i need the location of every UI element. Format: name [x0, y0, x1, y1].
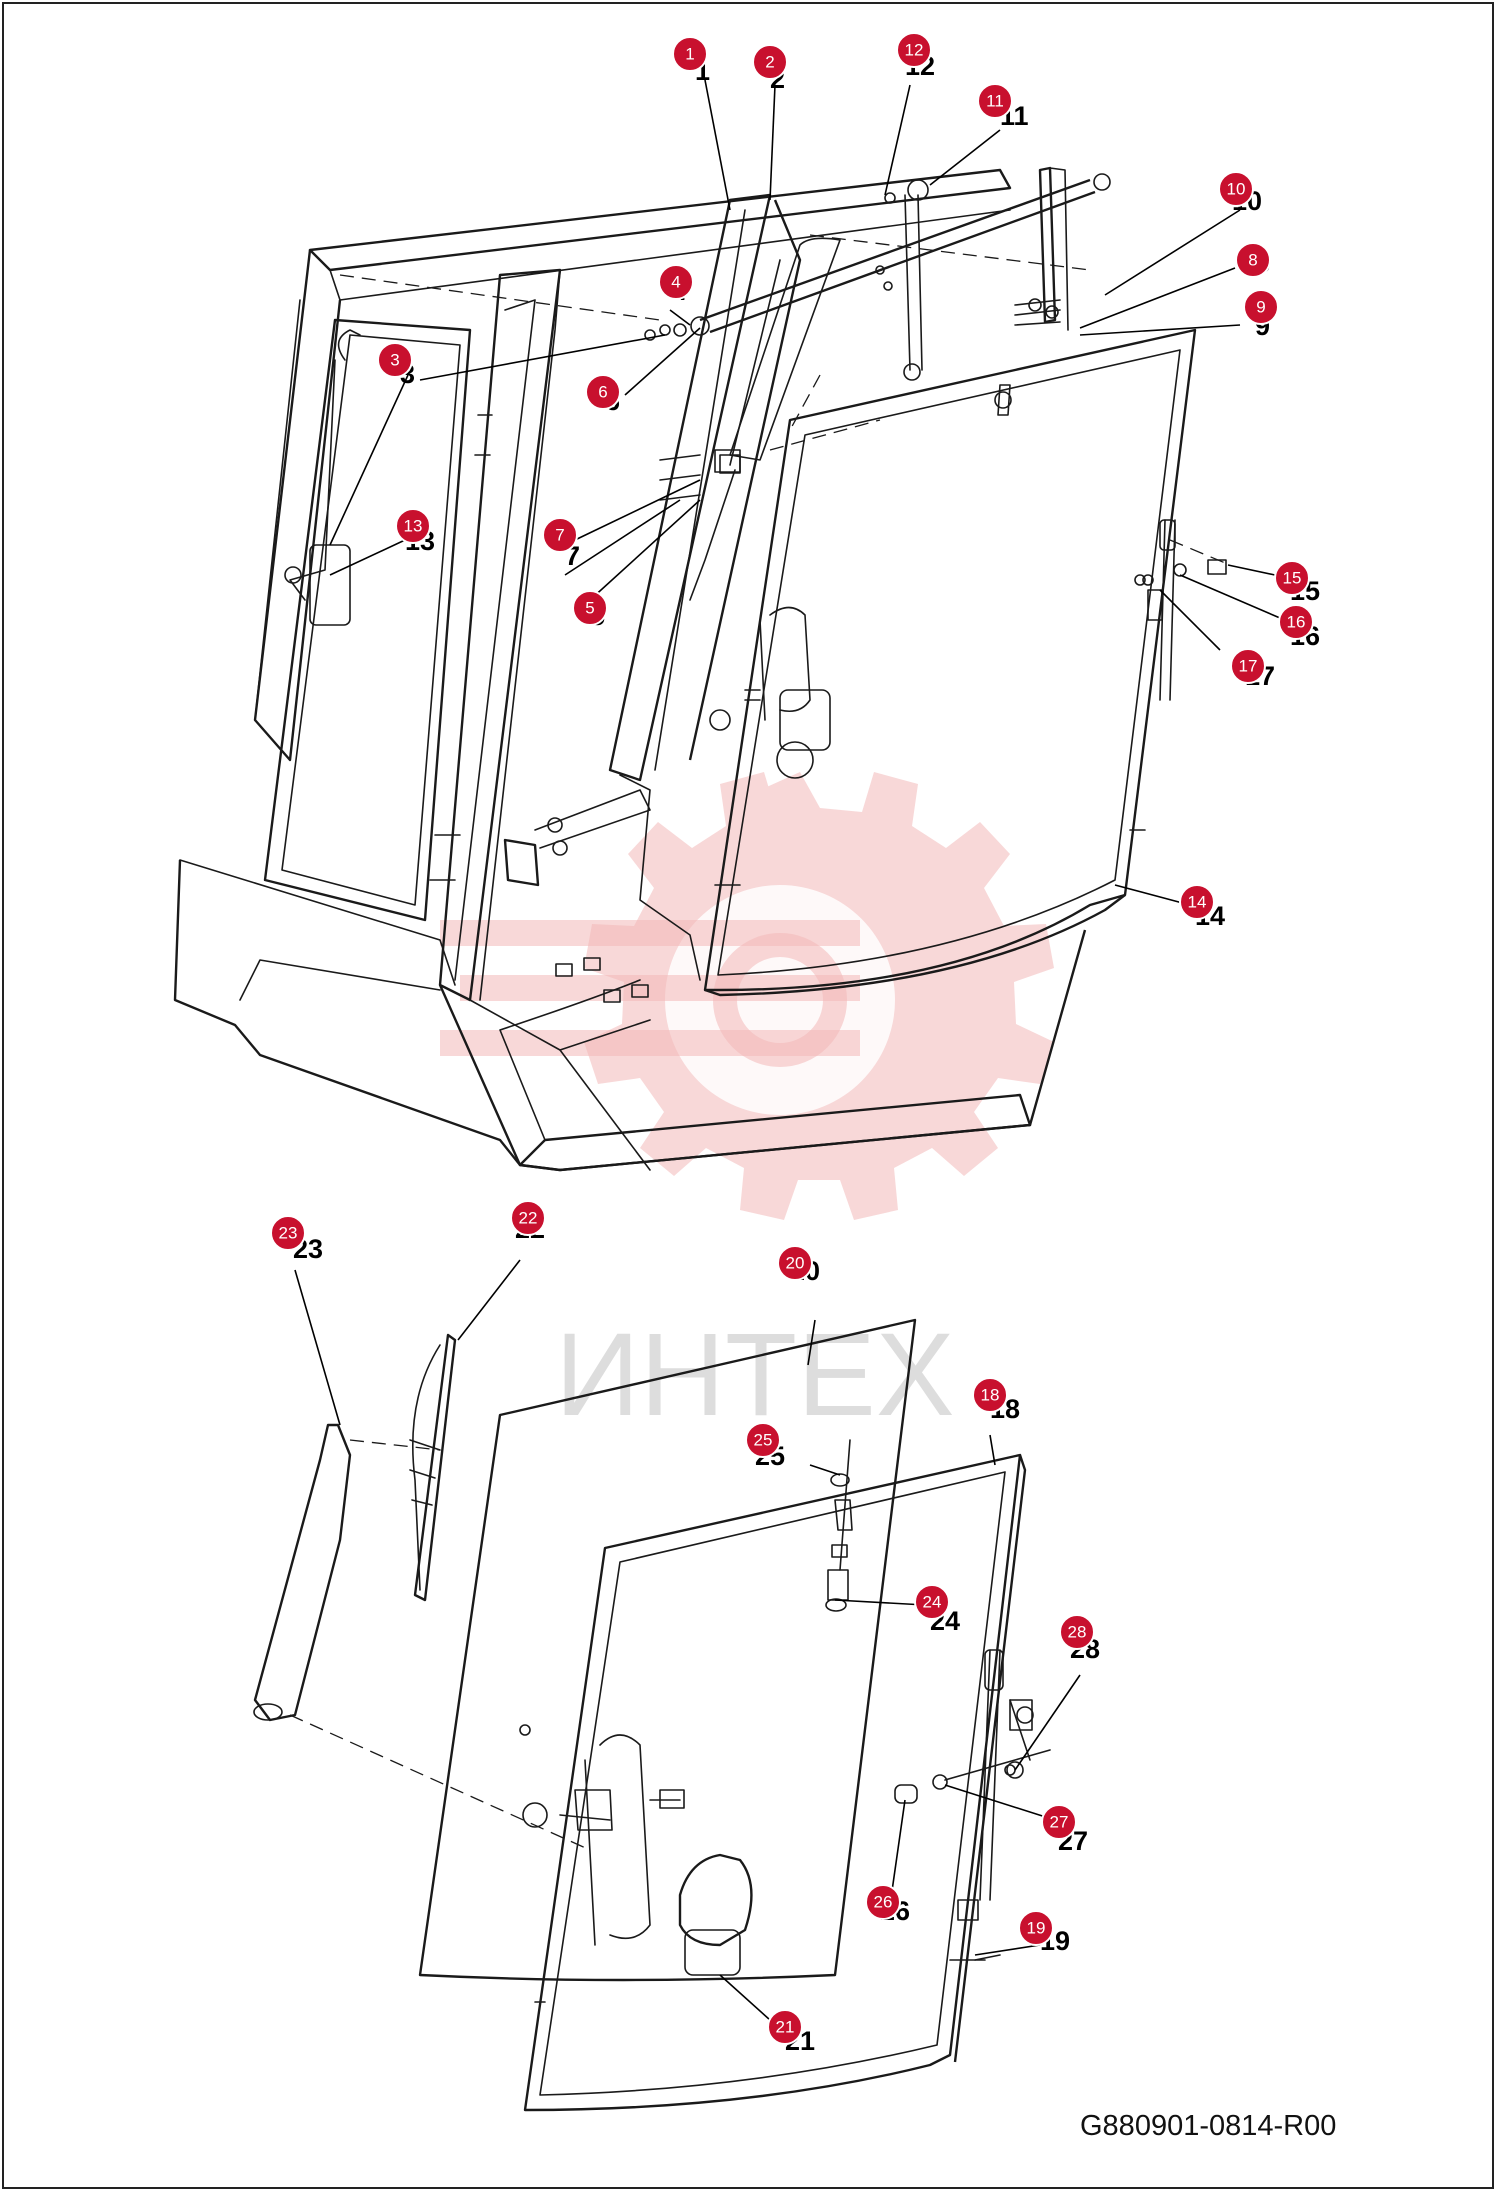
svg-text:20: 20 [786, 1254, 805, 1273]
svg-text:8: 8 [1248, 251, 1257, 270]
svg-text:4: 4 [671, 273, 680, 292]
svg-text:2: 2 [765, 53, 774, 72]
callout-27[interactable]: 27 [1041, 1804, 1077, 1840]
callout-18[interactable]: 18 [972, 1377, 1008, 1413]
door-frame-lower [522, 1439, 1051, 2112]
glass-panel [418, 1318, 917, 1982]
svg-text:7: 7 [555, 526, 564, 545]
callout-16[interactable]: 16 [1278, 604, 1314, 640]
callout-2[interactable]: 2 [752, 44, 788, 80]
callout-19[interactable]: 19 [1018, 1910, 1054, 1946]
callout-8[interactable]: 8 [1235, 242, 1271, 278]
callout-5[interactable]: 5 [572, 590, 608, 626]
cab-frame-assembly [173, 166, 1231, 1172]
svg-text:1: 1 [685, 45, 694, 64]
door-assembly-upper [703, 328, 1227, 997]
leader-lines [294, 79, 1281, 2021]
callout-20[interactable]: 20 [777, 1245, 813, 1281]
svg-text:26: 26 [874, 1893, 893, 1912]
wiper-arm-and-blade [253, 1333, 591, 1851]
callout-26[interactable]: 26 [865, 1884, 901, 1920]
callout-24[interactable]: 24 [914, 1584, 950, 1620]
svg-text:12: 12 [905, 41, 924, 60]
callout-25[interactable]: 25 [745, 1422, 781, 1458]
watermark-text: ИНТЕХ [555, 1309, 955, 1441]
callout-22[interactable]: 22 [510, 1200, 546, 1236]
svg-text:5: 5 [585, 599, 594, 618]
svg-text:23: 23 [279, 1224, 298, 1243]
callout-21[interactable]: 21 [767, 2009, 803, 2045]
svg-text:10: 10 [1227, 180, 1246, 199]
svg-text:28: 28 [1068, 1623, 1087, 1642]
svg-text:22: 22 [519, 1209, 538, 1228]
svg-text:16: 16 [1287, 613, 1306, 632]
svg-text:17: 17 [1239, 657, 1258, 676]
svg-text:3: 3 [390, 351, 399, 370]
callout-4[interactable]: 4 [658, 264, 694, 300]
svg-text:24: 24 [923, 1593, 942, 1612]
callout-1[interactable]: 1 [672, 36, 708, 72]
document-id: G880901-0814-R00 [1080, 2110, 1337, 2142]
callout-6[interactable]: 6 [585, 374, 621, 410]
callout-12[interactable]: 12 [896, 32, 932, 68]
svg-text:15: 15 [1283, 569, 1302, 588]
svg-text:21: 21 [776, 2018, 795, 2037]
callout-14[interactable]: 14 [1179, 884, 1215, 920]
svg-text:14: 14 [1188, 893, 1207, 912]
callout-28[interactable]: 28 [1059, 1614, 1095, 1650]
svg-text:27: 27 [1050, 1813, 1069, 1832]
svg-text:9: 9 [1256, 298, 1265, 317]
svg-text:13: 13 [404, 517, 423, 536]
callout-23[interactable]: 23 [270, 1215, 306, 1251]
svg-text:19: 19 [1027, 1919, 1046, 1938]
svg-text:6: 6 [598, 383, 607, 402]
callout-17[interactable]: 17 [1230, 648, 1266, 684]
svg-text:18: 18 [981, 1386, 1000, 1405]
svg-text:25: 25 [754, 1431, 773, 1450]
callout-9[interactable]: 9 [1243, 289, 1279, 325]
svg-text:11: 11 [986, 92, 1004, 111]
callout-13[interactable]: 13 [395, 508, 431, 544]
callout-11[interactable]: 11 [977, 83, 1013, 119]
watermark-gear-logo [440, 772, 1054, 1220]
callout-10[interactable]: 10 [1218, 171, 1254, 207]
callout-7[interactable]: 7 [542, 517, 578, 553]
callout-3[interactable]: 3 [377, 342, 413, 378]
callout-badges: 1 2 3 4 5 6 7 8 9 10 11 12 13 14 15 16 1… [270, 32, 1314, 2045]
callout-15[interactable]: 15 [1274, 560, 1310, 596]
